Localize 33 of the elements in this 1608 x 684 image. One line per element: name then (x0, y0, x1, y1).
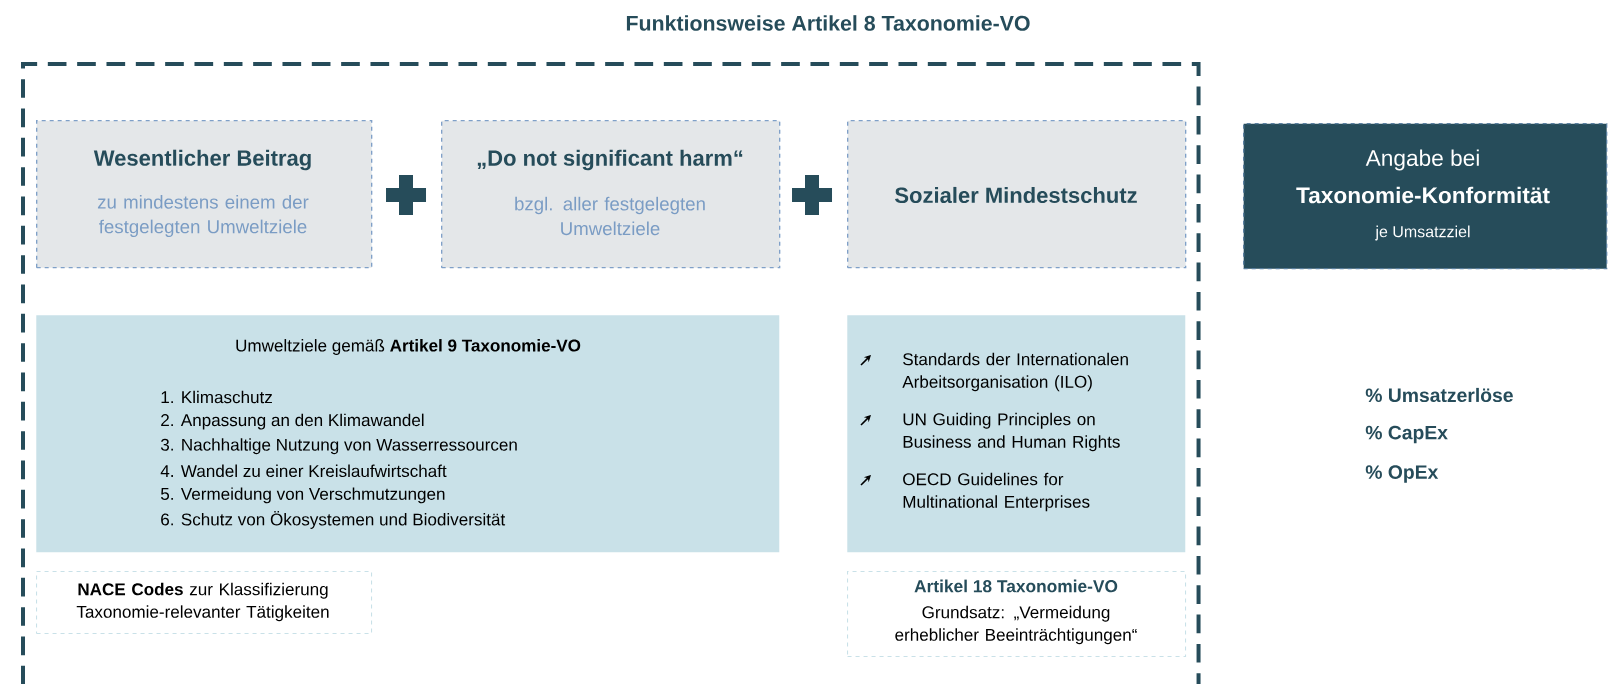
criterion-box (441, 120, 781, 269)
note-box (36, 571, 373, 635)
list-item: Standards der Internationalen Arbeitsorganisation (ILO) (902, 352, 1128, 392)
criterion-box (847, 120, 1187, 269)
box-heading: Taxonomie-Konformität (1296, 186, 1550, 204)
list-item: 4. Wandel zu einer Kreislaufwirtschaft (160, 464, 447, 478)
title: Funktionsweise Artikel 8 Taxonomie-VO (626, 15, 1030, 31)
percentage-label: % Umsatzerlöse (1365, 387, 1513, 403)
list-item: 5. Vermeidung von Verschmutzungen (160, 487, 445, 504)
list-item: 1. Klimaschutz (161, 390, 272, 404)
box-heading: „Do not significant harm“ (477, 149, 743, 171)
box-heading: Wesentlicher Beitrag (93, 149, 311, 171)
box-heading: Angabe bei (1365, 149, 1479, 171)
percentage-label: % CapEx (1365, 425, 1448, 444)
note-heading: Artikel 18 Taxonomie-VO (914, 579, 1118, 593)
result-box (1243, 123, 1608, 270)
note-text: Grundsatz: „Vermeidung erheblicher Beeinträchtigungen“ (895, 605, 1137, 645)
box-subtitle: je Umsatzziel (1375, 225, 1470, 241)
note-box (847, 571, 1187, 658)
list-item: 6. Schutz von Ökosystemen und Biodiversität (161, 511, 506, 529)
box-subtitle: zu mindestens einem der festgelegten Umweltziele (97, 194, 309, 237)
criterion-box (36, 120, 373, 269)
info-panel (847, 315, 1186, 553)
list-item: 2. Anpassung an den Klimawandel (161, 413, 424, 430)
panel-heading: Umweltziele gemäß Artikel 9 Taxonomie-VO (236, 339, 581, 355)
percentage-label: % OpEx (1365, 465, 1439, 483)
box-subtitle: bzgl. aller festgelegten Umweltziele (515, 196, 705, 236)
note-text: NACE Codes zur Klassifizierung Taxonomie-relevanter Tätigkeiten (76, 582, 329, 622)
info-panel (36, 315, 780, 553)
list-item: 3. Nachhaltige Nutzung von Wasserressourcen (160, 438, 517, 455)
list-item: UN Guiding Principles on Business and Human Rights (903, 412, 1120, 452)
list-item: OECD Guidelines for Multinational Enterprises (903, 472, 1090, 512)
box-heading: Sozialer Mindestschutz (895, 186, 1137, 204)
